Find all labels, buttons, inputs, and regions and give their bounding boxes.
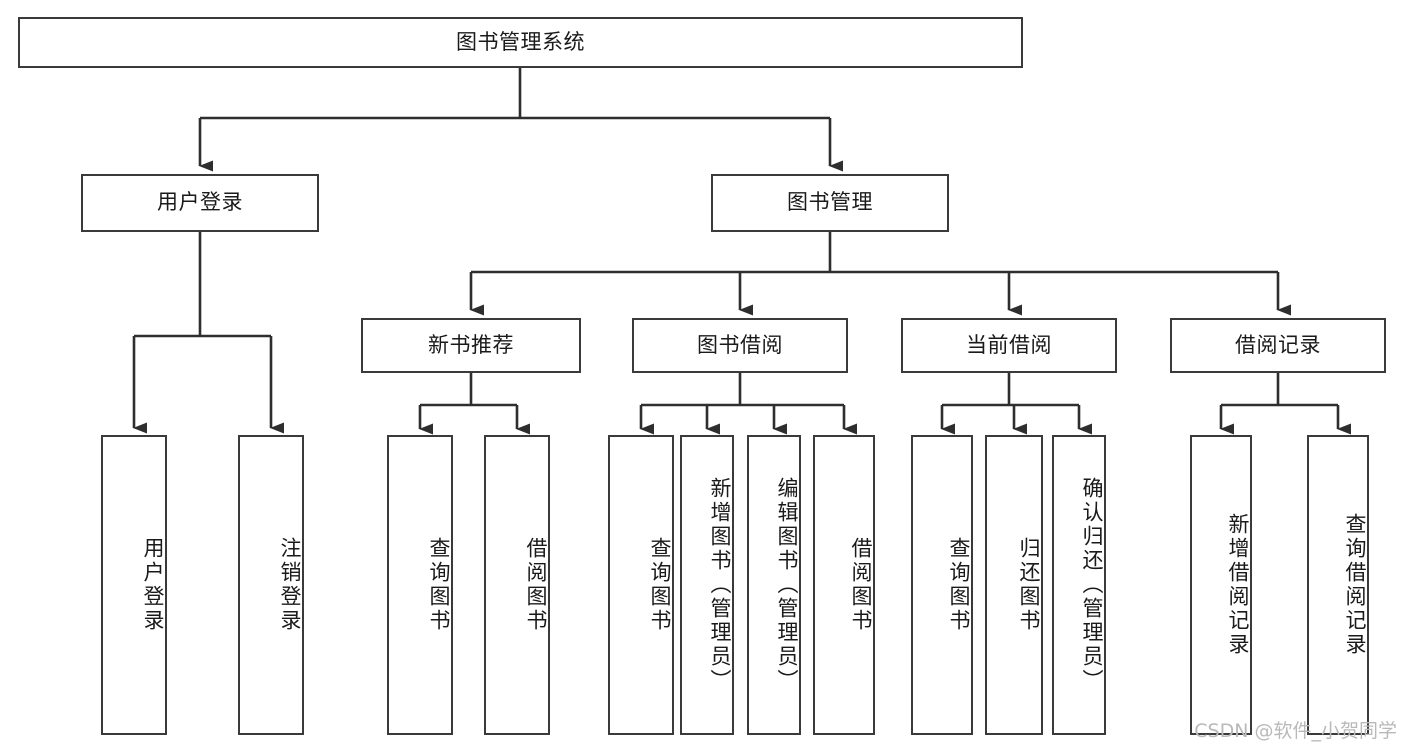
leaf-query-record[interactable]: 查询借阅记录 bbox=[1307, 435, 1369, 735]
leaf-query-book-a-label: 查询图书 bbox=[427, 537, 451, 633]
leaf-logout[interactable]: 注销登录 bbox=[238, 435, 304, 735]
node-current-borrow-label: 当前借阅 bbox=[966, 332, 1052, 357]
node-book-management-label: 图书管理 bbox=[787, 190, 873, 215]
leaf-borrow-book-b-label: 借阅图书 bbox=[849, 537, 873, 633]
leaf-query-book-b[interactable]: 查询图书 bbox=[608, 435, 674, 735]
leaf-query-book-a[interactable]: 查询图书 bbox=[387, 435, 453, 735]
leaf-logout-label: 注销登录 bbox=[278, 537, 302, 633]
leaf-add-book[interactable]: 新增图书（管理员） bbox=[680, 435, 734, 735]
leaf-edit-book[interactable]: 编辑图书（管理员） bbox=[747, 435, 801, 735]
node-user-login[interactable]: 用户登录 bbox=[81, 174, 319, 232]
leaf-return-book-label: 归还图书 bbox=[1017, 537, 1041, 633]
leaf-borrow-book-b[interactable]: 借阅图书 bbox=[813, 435, 875, 735]
node-current-borrow[interactable]: 当前借阅 bbox=[901, 318, 1117, 373]
leaf-confirm-return-label: 确认归还（管理员） bbox=[1080, 477, 1104, 693]
node-book-borrow[interactable]: 图书借阅 bbox=[632, 318, 848, 373]
node-new-book-recommend[interactable]: 新书推荐 bbox=[361, 318, 581, 373]
leaf-user-login[interactable]: 用户登录 bbox=[101, 435, 167, 735]
leaf-confirm-return[interactable]: 确认归还（管理员） bbox=[1052, 435, 1106, 735]
node-book-borrow-label: 图书借阅 bbox=[697, 332, 783, 357]
leaf-query-book-c-label: 查询图书 bbox=[947, 537, 971, 633]
node-root[interactable]: 图书管理系统 bbox=[18, 17, 1023, 68]
leaf-return-book[interactable]: 归还图书 bbox=[985, 435, 1043, 735]
node-new-book-recommend-label: 新书推荐 bbox=[428, 332, 514, 357]
leaf-query-book-c[interactable]: 查询图书 bbox=[911, 435, 973, 735]
leaf-query-record-label: 查询借阅记录 bbox=[1343, 513, 1367, 657]
node-user-login-label: 用户登录 bbox=[157, 190, 243, 215]
leaf-add-book-label: 新增图书（管理员） bbox=[708, 477, 732, 693]
node-borrow-record-label: 借阅记录 bbox=[1235, 332, 1321, 357]
leaf-add-record[interactable]: 新增借阅记录 bbox=[1190, 435, 1252, 735]
leaf-edit-book-label: 编辑图书（管理员） bbox=[775, 477, 799, 693]
csdn-watermark: CSDN @软件_小贺同学 bbox=[1194, 720, 1397, 742]
node-root-label: 图书管理系统 bbox=[456, 29, 585, 54]
leaf-add-record-label: 新增借阅记录 bbox=[1226, 513, 1250, 657]
leaf-borrow-book-a[interactable]: 借阅图书 bbox=[484, 435, 550, 735]
leaf-query-book-b-label: 查询图书 bbox=[648, 537, 672, 633]
node-borrow-record[interactable]: 借阅记录 bbox=[1170, 318, 1386, 373]
leaf-borrow-book-a-label: 借阅图书 bbox=[524, 537, 548, 633]
leaf-user-login-label: 用户登录 bbox=[141, 537, 165, 633]
node-book-management[interactable]: 图书管理 bbox=[711, 174, 949, 232]
